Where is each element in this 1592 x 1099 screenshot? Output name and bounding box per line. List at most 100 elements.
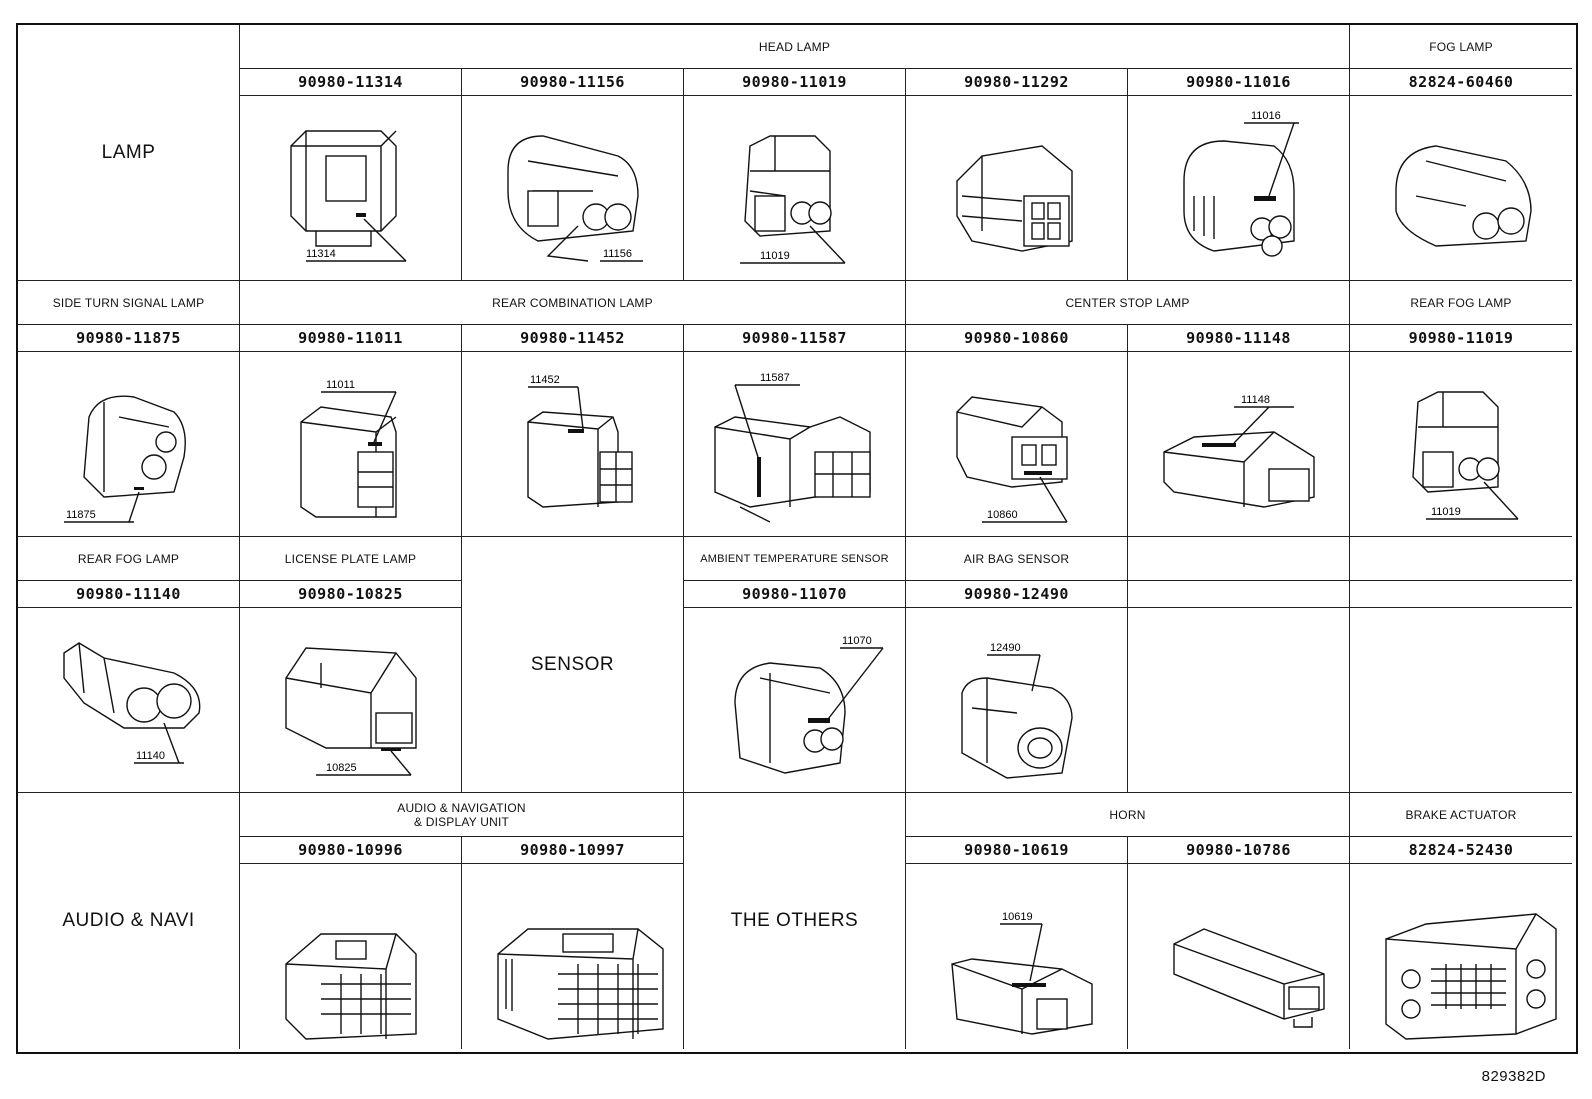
connector-12490-drawing: 12490 xyxy=(960,642,1073,779)
connector-11148-drawing: 11148 xyxy=(1162,394,1315,508)
part-number: 90980-11140 xyxy=(18,581,240,608)
connector-caption: 11019 xyxy=(760,250,790,262)
part-number: 90980-10619 xyxy=(906,837,1128,864)
connector-drawing: 11016 xyxy=(1128,96,1350,281)
connector-caption: 11019 xyxy=(1431,506,1461,518)
connector-11452-drawing: 11452 xyxy=(526,374,633,508)
empty-header xyxy=(1350,537,1572,581)
group-audio-line1: AUDIO & NAVIGATION xyxy=(397,800,526,815)
connector-11314-drawing: 11314 xyxy=(289,129,406,262)
connector-11875-drawing: 11875 xyxy=(63,395,186,523)
connector-drawing xyxy=(462,864,684,1049)
connector-10825-drawing: 10825 xyxy=(284,646,417,776)
connector-11070-drawing: 11070 xyxy=(733,635,884,774)
connector-caption: 10860 xyxy=(987,509,1018,521)
group-head-lamp: HEAD LAMP xyxy=(240,25,1350,69)
group-fog-lamp: FOG LAMP xyxy=(1350,25,1572,69)
connector-drawing xyxy=(1350,96,1572,281)
connector-drawing: 11011 xyxy=(240,352,462,537)
category-sensor: SENSOR xyxy=(462,537,684,793)
empty-part-number xyxy=(1350,581,1572,608)
connector-caption: 11156 xyxy=(603,248,632,260)
connector-10860-drawing: 10860 xyxy=(955,395,1068,523)
connector-caption: 11148 xyxy=(1241,394,1270,406)
connector-drawing xyxy=(1350,864,1572,1049)
part-number: 82824-60460 xyxy=(1350,69,1572,96)
group-audio-navigation: AUDIO & NAVIGATION & DISPLAY UNIT xyxy=(240,793,684,837)
category-the-others: THE OTHERS xyxy=(684,793,906,1049)
group-rear-fog-lamp-2: REAR FOG LAMP xyxy=(18,537,240,581)
connector-drawing xyxy=(906,96,1128,281)
group-brake-actuator: BRAKE ACTUATOR xyxy=(1350,793,1572,837)
connector-caption: 11070 xyxy=(842,635,872,647)
connector-drawing xyxy=(1128,864,1350,1049)
group-ambient-temperature-sensor: AMBIENT TEMPERATURE SENSOR xyxy=(684,537,906,581)
part-number: 90980-11070 xyxy=(684,581,906,608)
connector-caption: 11016 xyxy=(1251,110,1281,122)
connector-11019-drawing: 11019 xyxy=(739,134,846,264)
connector-11019-rear-drawing: 11019 xyxy=(1412,390,1519,520)
part-number: 82824-52430 xyxy=(1350,837,1572,864)
connector-drawing: 11019 xyxy=(684,96,906,281)
part-number: 90980-11156 xyxy=(462,69,684,96)
connector-drawing: 11019 xyxy=(1350,352,1572,537)
connector-52430-drawing xyxy=(1385,913,1557,1040)
connector-11011-drawing: 11011 xyxy=(299,379,397,518)
part-number: 90980-11314 xyxy=(240,69,462,96)
part-number: 90980-11292 xyxy=(906,69,1128,96)
group-side-turn-signal-lamp: SIDE TURN SIGNAL LAMP xyxy=(18,281,240,325)
part-number: 90980-10825 xyxy=(240,581,462,608)
connector-10786-drawing xyxy=(1172,928,1325,1028)
connector-drawing: 11140 xyxy=(18,608,240,793)
group-rear-combination-lamp: REAR COMBINATION LAMP xyxy=(240,281,906,325)
connector-11016-drawing: 11016 xyxy=(1182,110,1299,257)
connector-drawing: 11875 xyxy=(18,352,240,537)
connector-11292-drawing xyxy=(955,144,1073,252)
connector-caption: 11587 xyxy=(760,372,790,384)
connector-10996-drawing xyxy=(284,933,417,1040)
part-number: 90980-11011 xyxy=(240,325,462,352)
connector-drawing: 12490 xyxy=(906,608,1128,793)
part-number: 90980-11452 xyxy=(462,325,684,352)
part-number: 90980-10996 xyxy=(240,837,462,864)
group-air-bag-sensor: AIR BAG SENSOR xyxy=(906,537,1128,581)
connector-caption: 11314 xyxy=(306,248,336,260)
part-number: 90980-10786 xyxy=(1128,837,1350,864)
empty-cell xyxy=(1128,608,1350,793)
connector-drawing: 11156 xyxy=(462,96,684,281)
empty-part-number xyxy=(1128,581,1350,608)
group-center-stop-lamp: CENTER STOP LAMP xyxy=(906,281,1350,325)
group-license-plate-lamp: LICENSE PLATE LAMP xyxy=(240,537,462,581)
part-number: 90980-10860 xyxy=(906,325,1128,352)
connector-drawing xyxy=(240,864,462,1049)
connector-caption: 11875 xyxy=(66,509,96,521)
connector-caption: 10825 xyxy=(326,762,357,774)
category-lamp: LAMP xyxy=(18,25,240,281)
connector-drawing: 10619 xyxy=(906,864,1128,1049)
connector-drawing: 11148 xyxy=(1128,352,1350,537)
part-number: 90980-11019 xyxy=(1350,325,1572,352)
group-audio-line2: & DISPLAY UNIT xyxy=(413,814,510,829)
connector-10619-drawing: 10619 xyxy=(950,911,1093,1035)
connector-drawing: 11587 xyxy=(684,352,906,537)
category-audio-navi: AUDIO & NAVI xyxy=(18,793,240,1049)
group-horn: HORN xyxy=(906,793,1350,837)
connector-60460-drawing xyxy=(1395,144,1532,247)
connector-drawing: 11070 xyxy=(684,608,906,793)
connector-caption: 12490 xyxy=(990,642,1021,654)
connector-drawing: 11314 xyxy=(240,96,462,281)
part-number: 90980-11148 xyxy=(1128,325,1350,352)
part-number: 90980-12490 xyxy=(906,581,1128,608)
empty-cell xyxy=(1350,608,1572,793)
part-number: 90980-11016 xyxy=(1128,69,1350,96)
group-rear-fog-lamp: REAR FOG LAMP xyxy=(1350,281,1572,325)
connector-drawing: 10825 xyxy=(240,608,462,793)
part-number: 90980-11587 xyxy=(684,325,906,352)
connector-drawing: 11452 xyxy=(462,352,684,537)
connector-caption: 10619 xyxy=(1002,911,1033,923)
connector-caption: 11452 xyxy=(530,374,560,386)
connector-11140-drawing: 11140 xyxy=(62,641,200,764)
part-number: 90980-10997 xyxy=(462,837,684,864)
part-number: 90980-11019 xyxy=(684,69,906,96)
connector-10997-drawing xyxy=(496,928,664,1040)
